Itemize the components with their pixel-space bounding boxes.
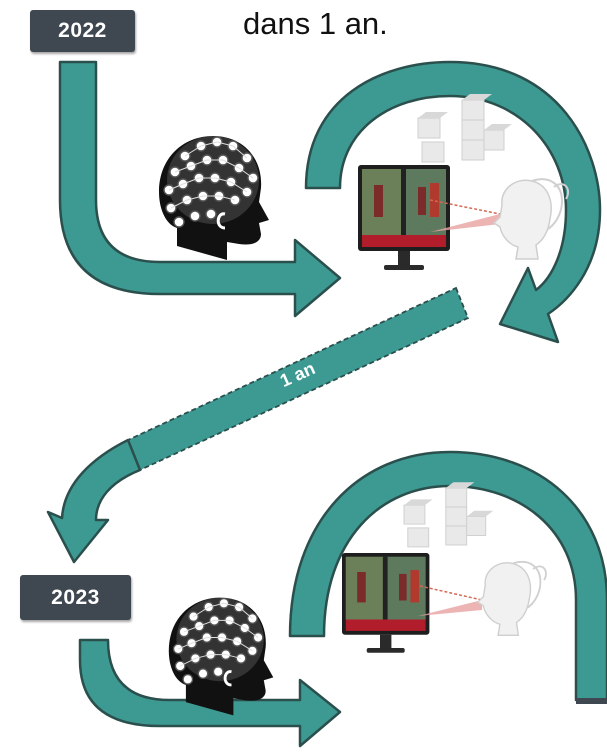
arrow-arc-clockwise xyxy=(304,60,602,344)
year-badge-2022: 2022 xyxy=(30,10,135,52)
mannequin-head-icon xyxy=(476,560,547,637)
cubes-icon xyxy=(403,481,494,548)
end-bar xyxy=(576,698,607,704)
arrow-arc-2023 xyxy=(288,450,607,702)
arrow-down-then-right-2023 xyxy=(78,638,342,748)
eeg-cap-head-icon xyxy=(157,134,271,262)
eeg-cap-head-icon xyxy=(167,596,275,717)
monitor-icon xyxy=(342,553,430,653)
gaze-line xyxy=(429,199,501,232)
arrow-down-then-right xyxy=(58,60,342,318)
year-badge-2023: 2023 xyxy=(20,575,131,620)
monitor-icon xyxy=(358,165,450,270)
mannequin-head-icon xyxy=(493,178,570,260)
caption-text: dans 1 an. xyxy=(243,6,388,41)
arrow-to-2023 xyxy=(46,438,142,564)
gaze-line xyxy=(418,585,483,616)
